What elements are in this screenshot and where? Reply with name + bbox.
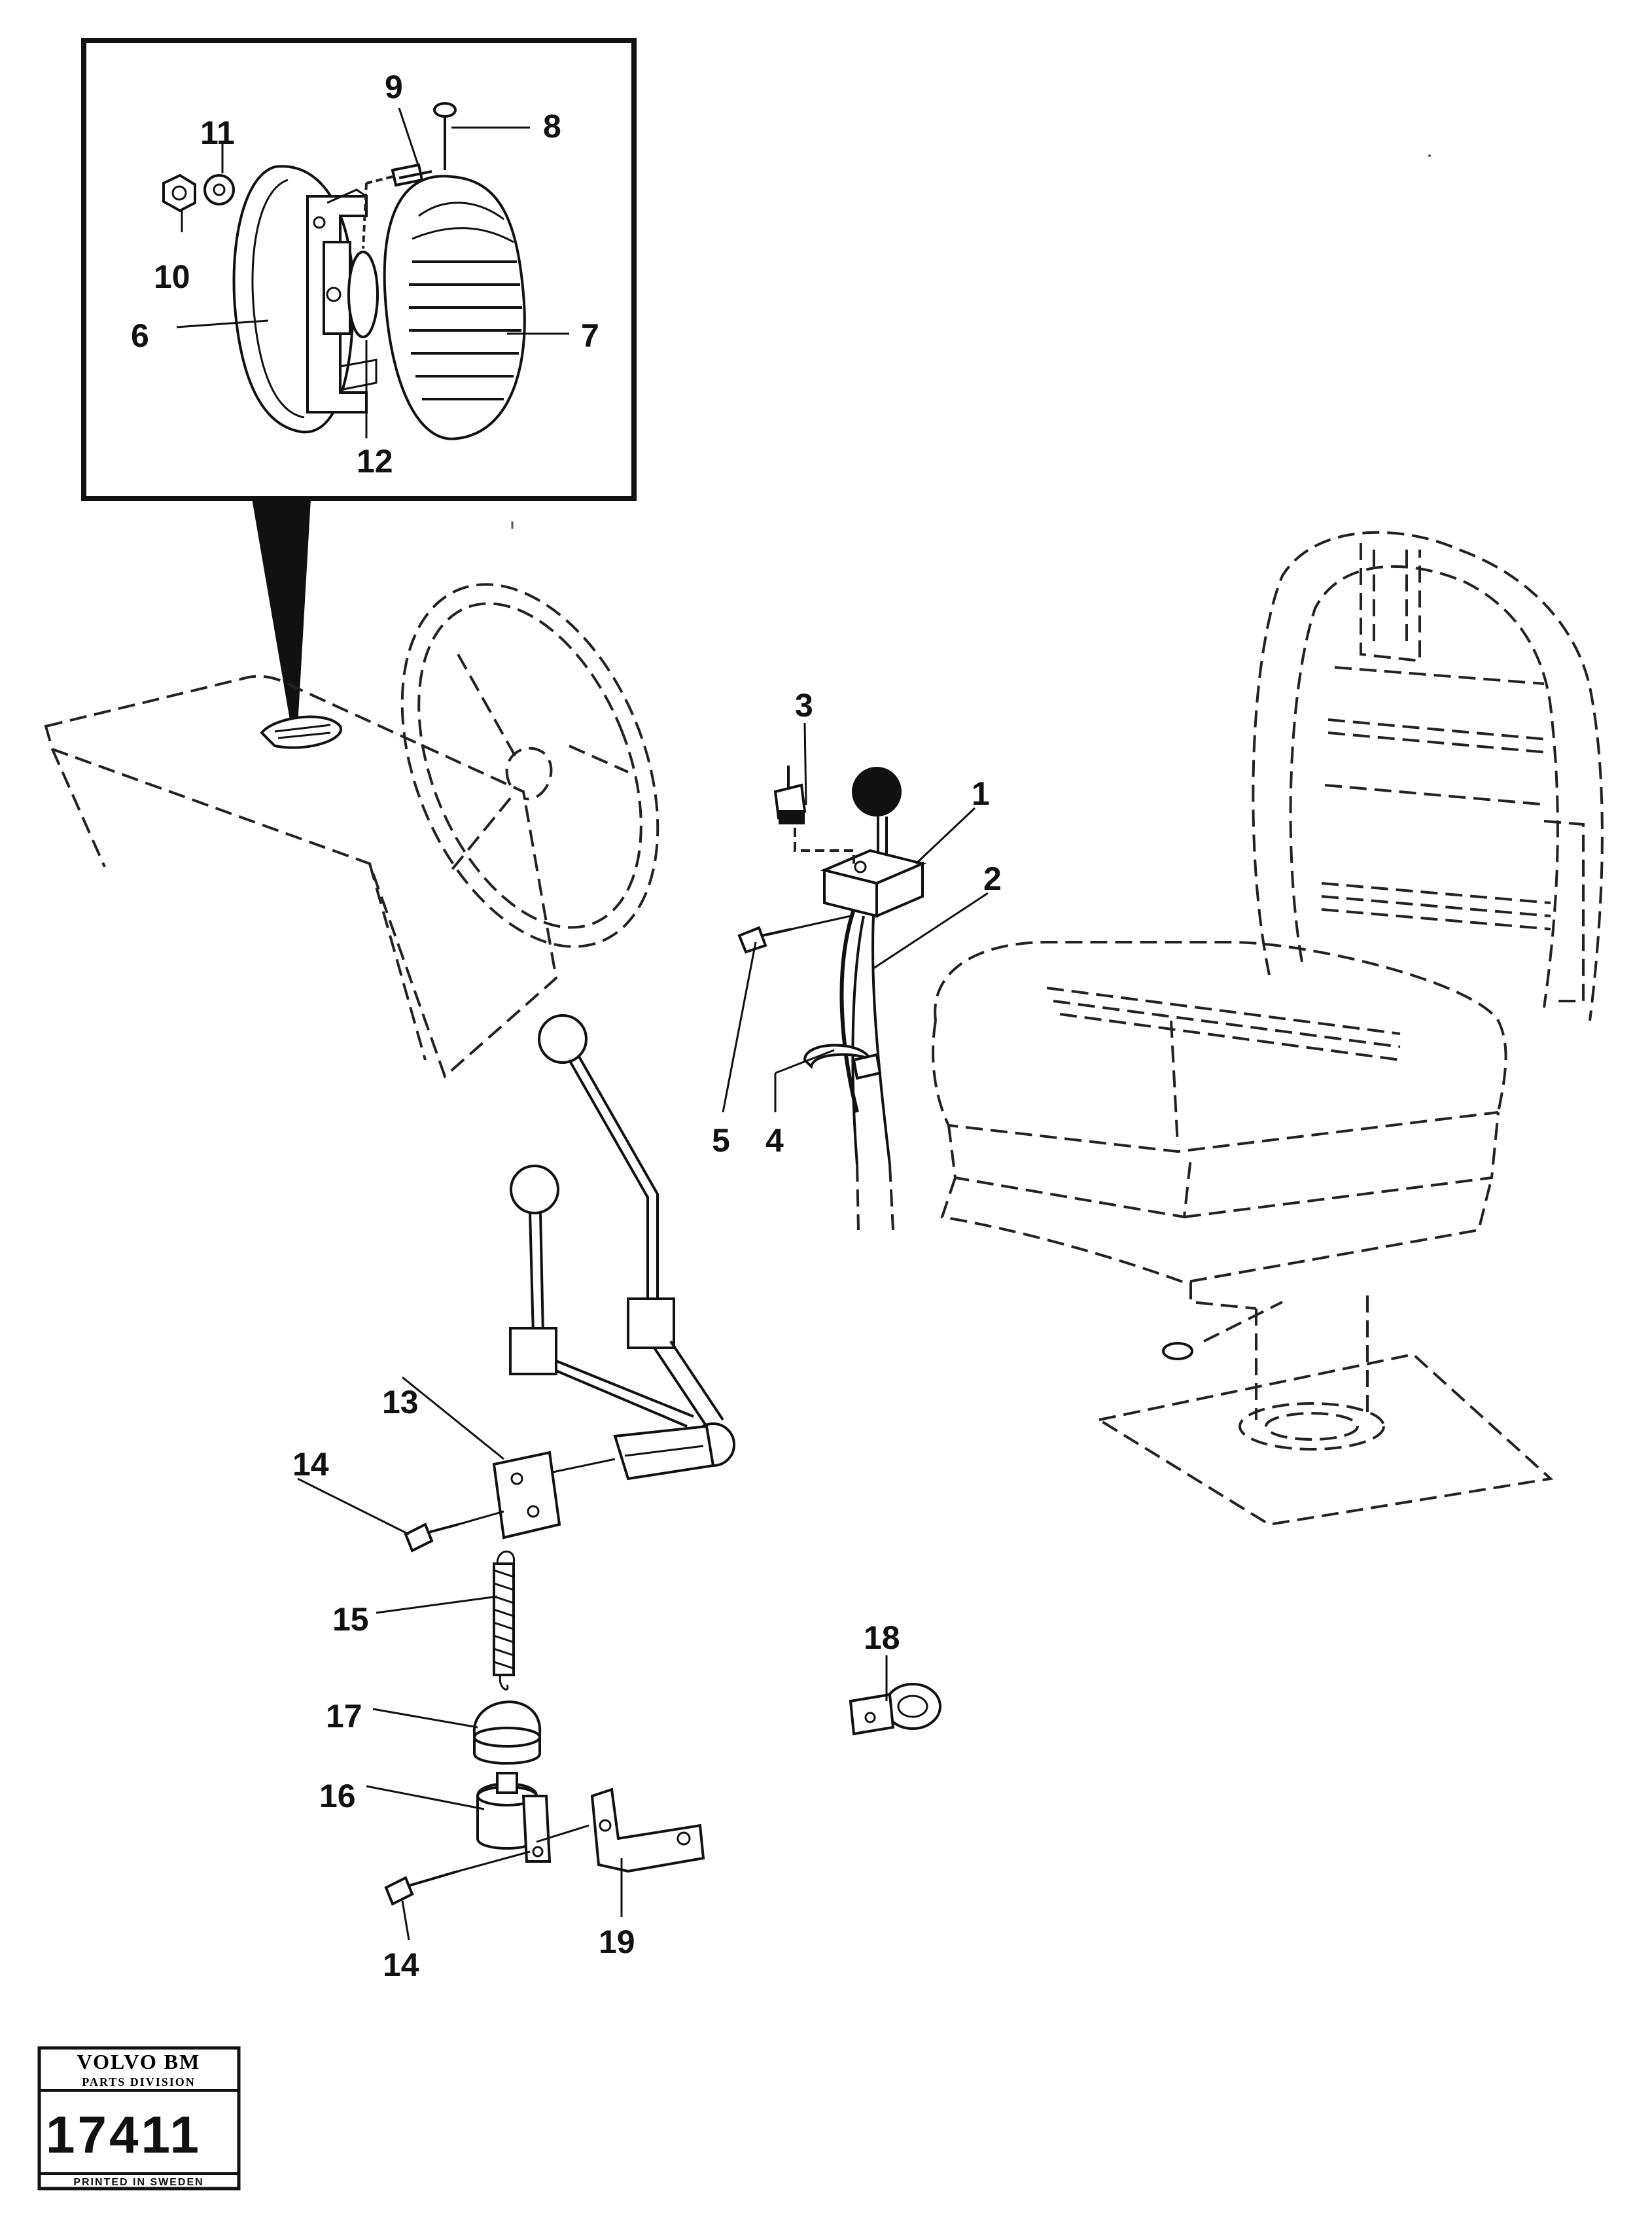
cable-2 (839, 909, 894, 1231)
bracket-19 (536, 1788, 705, 1873)
toggle-switch-3 (773, 766, 855, 864)
callout-5: 5 (712, 1122, 730, 1159)
spring-15 (493, 1550, 515, 1691)
callout-18: 18 (864, 1619, 900, 1656)
callout-15: 15 (332, 1601, 369, 1638)
callout-6: 6 (131, 317, 149, 354)
screw-8 (433, 102, 457, 170)
callout-8: 8 (543, 108, 561, 145)
plate-13 (492, 1451, 616, 1540)
lamp-lens (383, 175, 526, 440)
callout-4: 4 (765, 1122, 784, 1159)
inset-detail: 9 8 11 10 6 7 12 (81, 38, 637, 728)
callout-14-upper: 14 (292, 1446, 329, 1483)
callout-14-lower: 14 (383, 1946, 419, 1983)
callout-10: 10 (154, 258, 190, 295)
clamp-18 (849, 1683, 941, 1736)
stamp-number: 17411 (46, 2105, 202, 2164)
screw-14-upper (404, 1510, 504, 1553)
operator-seat-outline (932, 531, 1604, 1526)
screw-14-lower (384, 1850, 531, 1906)
callout-3: 3 (795, 687, 813, 724)
callout-11: 11 (200, 114, 235, 151)
control-lever-1 (820, 767, 927, 919)
nut-10 (162, 173, 196, 213)
cap-17 (472, 1700, 542, 1765)
callout-17: 17 (326, 1698, 362, 1735)
callout-1: 1 (972, 775, 990, 812)
cable-tie-4 (803, 1044, 882, 1080)
screw-5 (737, 915, 851, 954)
callout-12: 12 (357, 443, 393, 480)
dashboard-outline (44, 675, 558, 1079)
switch-16 (476, 1772, 552, 1863)
hand-levers (509, 1014, 735, 1481)
callout-9: 9 (385, 69, 403, 105)
leader-lines (297, 722, 989, 1941)
callout-2: 2 (983, 860, 1002, 897)
steering-wheel-outline (400, 583, 659, 948)
screw-9 (362, 163, 432, 249)
lamp-base (232, 165, 378, 434)
callout-19: 19 (599, 1924, 635, 1960)
washer-11 (203, 174, 235, 205)
stray-dot (1428, 154, 1431, 157)
callout-13: 13 (382, 1384, 419, 1420)
callout-16: 16 (319, 1778, 356, 1814)
stamp-footer: PRINTED IN SWEDEN (73, 2177, 203, 2188)
volvo-bm-stamp: VOLVO BM PARTS DIVISION 17411 PRINTED IN… (37, 2046, 241, 2191)
stamp-brand: VOLVO BM (77, 2050, 201, 2073)
stamp-division: PARTS DIVISION (82, 2075, 196, 2088)
callout-7: 7 (581, 317, 599, 354)
bulb (347, 251, 379, 338)
